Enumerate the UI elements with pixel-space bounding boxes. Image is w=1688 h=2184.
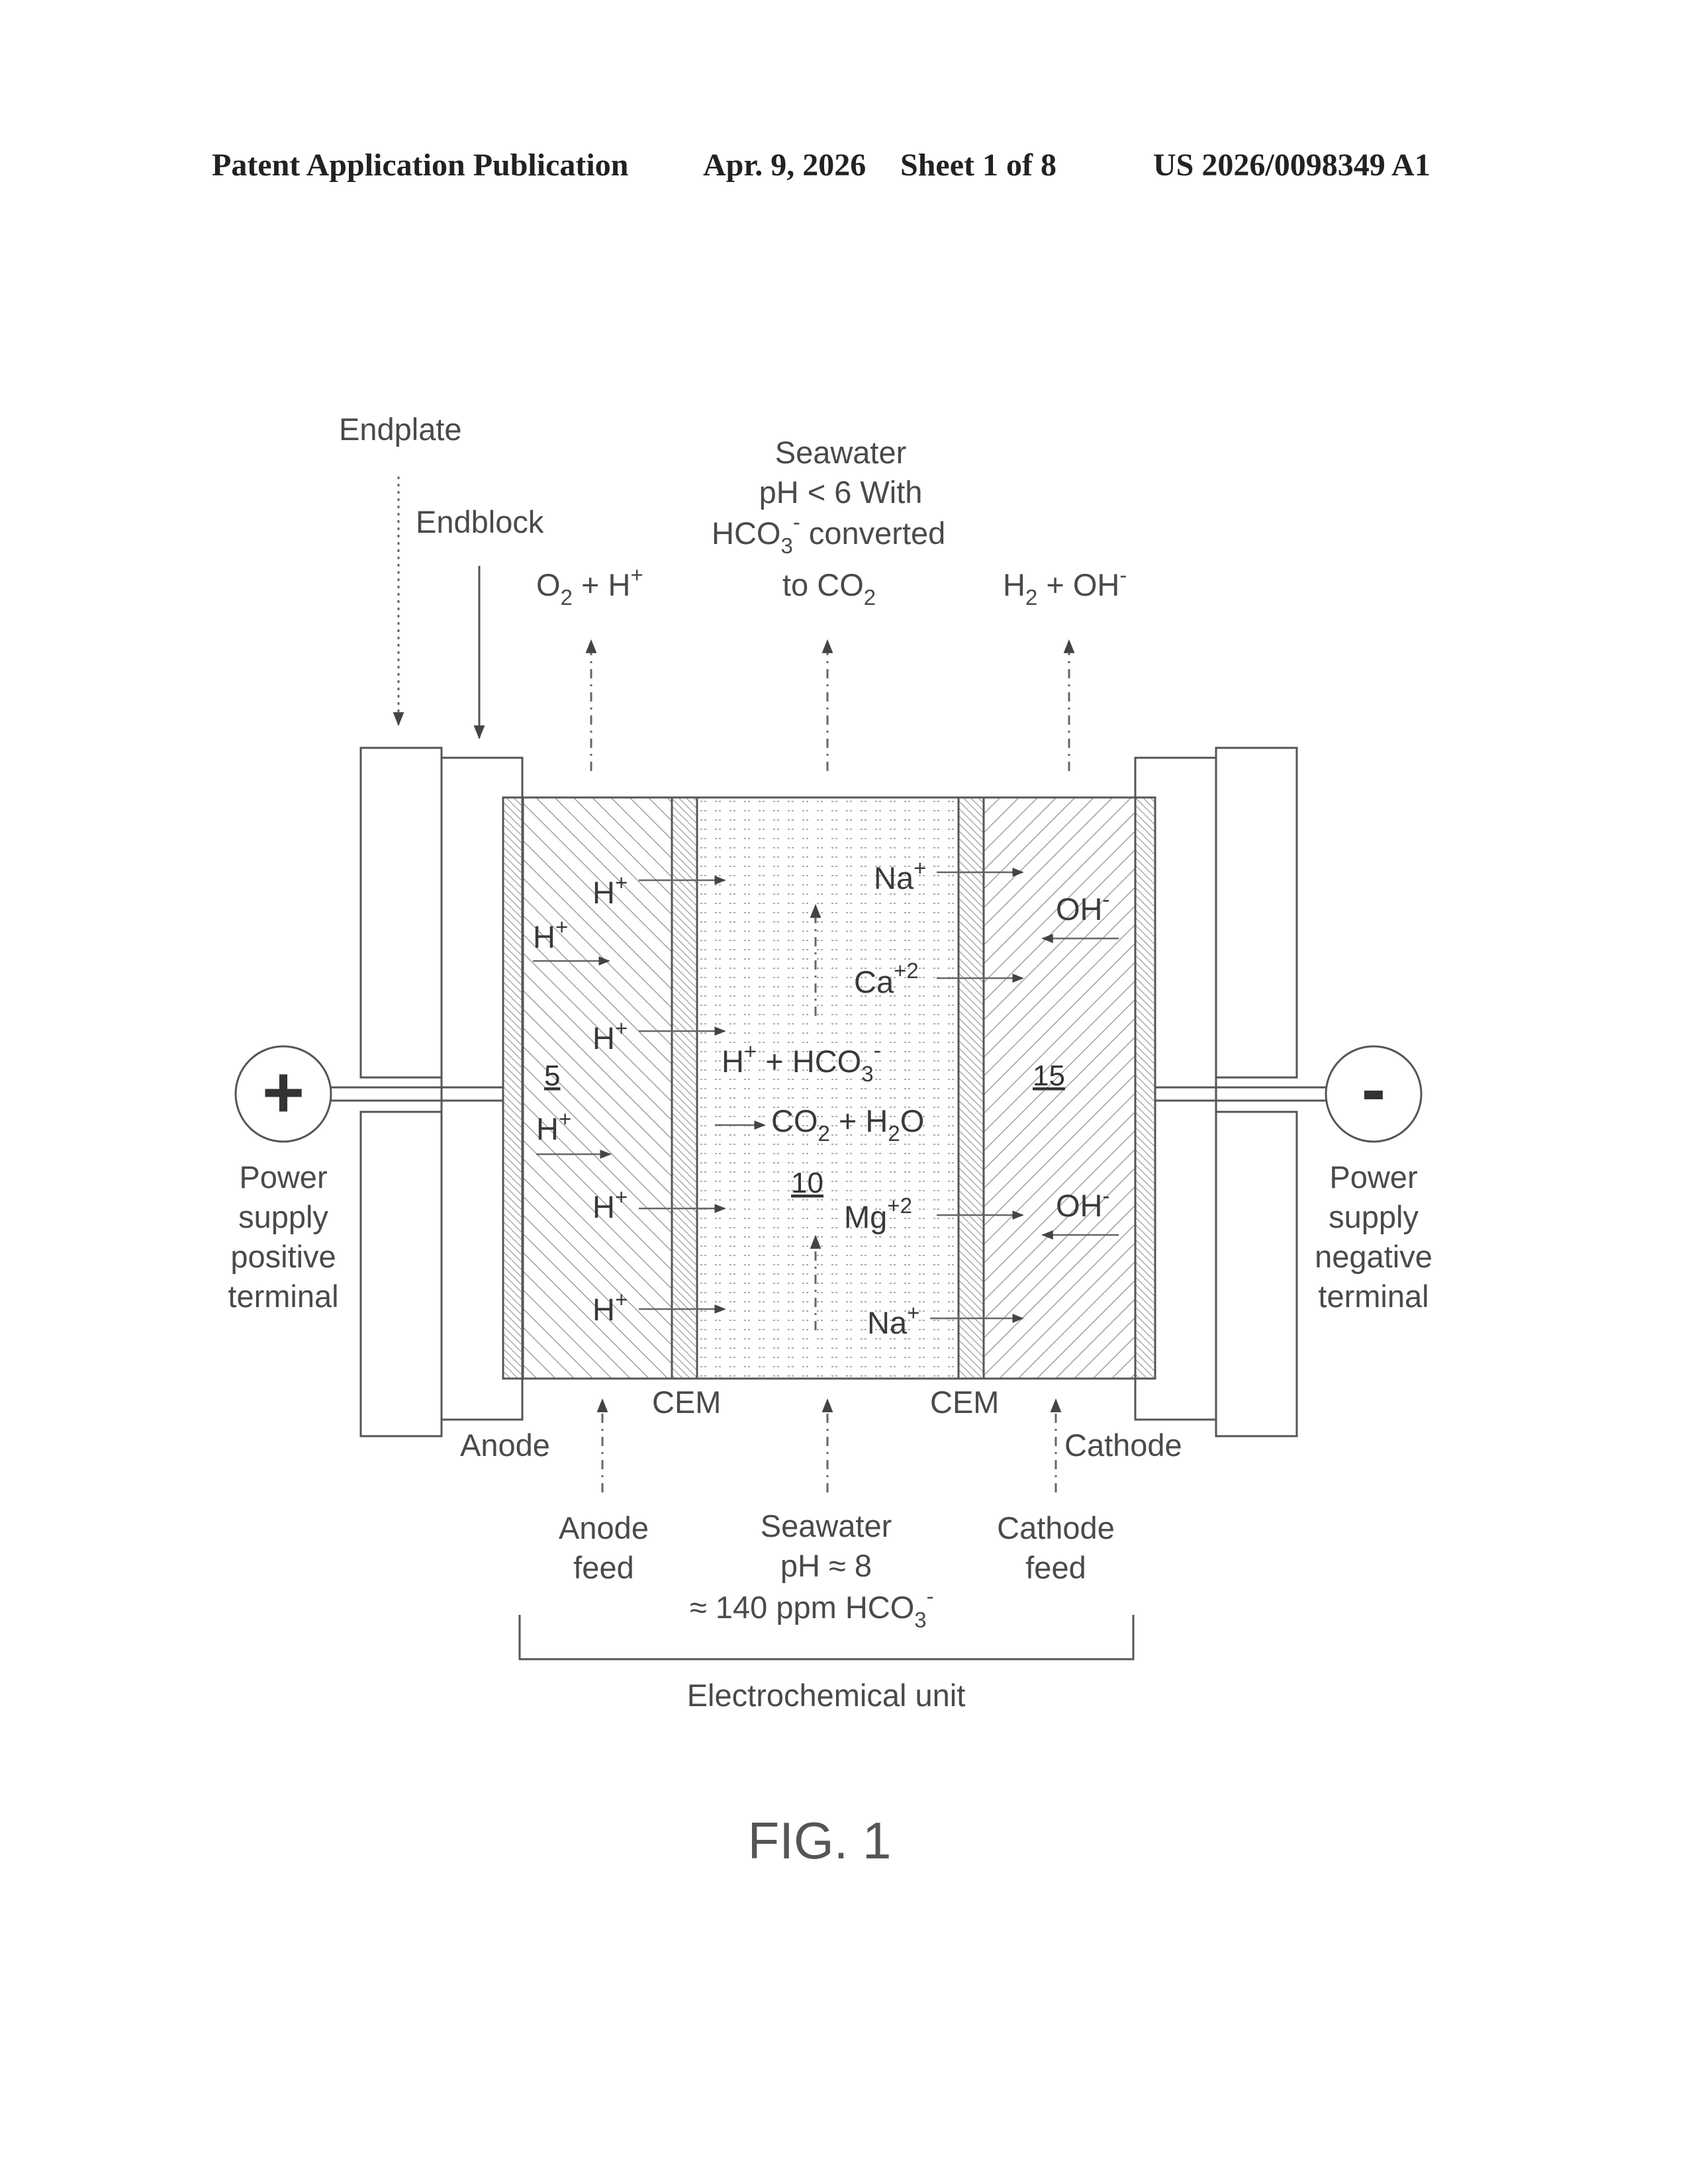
power-negative-line3: negative <box>1315 1239 1432 1274</box>
power-negative-line1: Power <box>1329 1160 1417 1195</box>
right-endplate-lower <box>1216 1112 1297 1436</box>
cathode-feed-line1: Cathode <box>997 1510 1115 1545</box>
seawater-in-line2: pH ≈ 8 <box>780 1548 872 1583</box>
power-positive-line3: positive <box>230 1239 336 1274</box>
sheet-number: Sheet 1 of 8 <box>900 148 1056 183</box>
power-positive-line1: Power <box>239 1160 327 1195</box>
cathode-label: Cathode <box>1064 1428 1182 1463</box>
anode-electrode <box>503 797 523 1379</box>
cathode-feed-line2: feed <box>1025 1550 1086 1585</box>
seawater-out-line3: HCO3- converted <box>712 510 945 558</box>
cathode-electrode <box>1135 797 1155 1379</box>
ref-numeral-anode: 5 <box>544 1060 560 1092</box>
publication-date: Apr. 9, 2026 <box>703 148 866 183</box>
right-endplate-upper <box>1216 748 1297 1077</box>
power-positive-line4: terminal <box>228 1279 338 1314</box>
power-negative-line4: terminal <box>1318 1279 1429 1314</box>
seawater-out-line4: to CO2 <box>782 567 876 610</box>
anode-output-label: O2 + H+ <box>536 563 643 610</box>
center-compartment <box>697 797 959 1379</box>
cem-left-label: CEM <box>652 1385 721 1420</box>
seawater-out-line1: Seawater <box>775 435 907 470</box>
cem-left-membrane <box>672 797 697 1379</box>
power-positive-line2: supply <box>238 1199 328 1234</box>
anode-feed-line1: Anode <box>559 1510 649 1545</box>
cem-right-label: CEM <box>930 1385 999 1420</box>
ref-numeral-center: 10 <box>791 1167 823 1199</box>
publication-type: Patent Application Publication <box>212 148 628 183</box>
left-endplate-lower <box>361 1112 442 1436</box>
cem-right-membrane <box>959 797 984 1379</box>
power-negative-line2: supply <box>1329 1199 1419 1234</box>
ion-oh: OH- <box>1056 887 1110 927</box>
plus-icon: + <box>262 1052 305 1133</box>
anode-feed-line2: feed <box>573 1550 633 1585</box>
publication-number: US 2026/0098349 A1 <box>1153 148 1430 183</box>
endblock-label: Endblock <box>416 504 544 539</box>
anode-label: Anode <box>460 1428 550 1463</box>
endplate-label: Endplate <box>339 412 462 447</box>
seawater-in-line3: ≈ 140 ppm HCO3- <box>690 1584 934 1632</box>
minus-icon: - <box>1362 1048 1386 1130</box>
left-endplate-upper <box>361 748 442 1077</box>
cathode-output-label: H2 + OH- <box>1003 563 1127 610</box>
seawater-in-line1: Seawater <box>761 1508 892 1543</box>
figure-label: FIG. 1 <box>748 1811 892 1870</box>
seawater-out-line2: pH < 6 With <box>759 475 923 510</box>
ion-oh: OH- <box>1056 1183 1110 1223</box>
electrochemical-unit-label: Electrochemical unit <box>687 1678 966 1713</box>
ref-numeral-cathode: 15 <box>1033 1060 1065 1092</box>
